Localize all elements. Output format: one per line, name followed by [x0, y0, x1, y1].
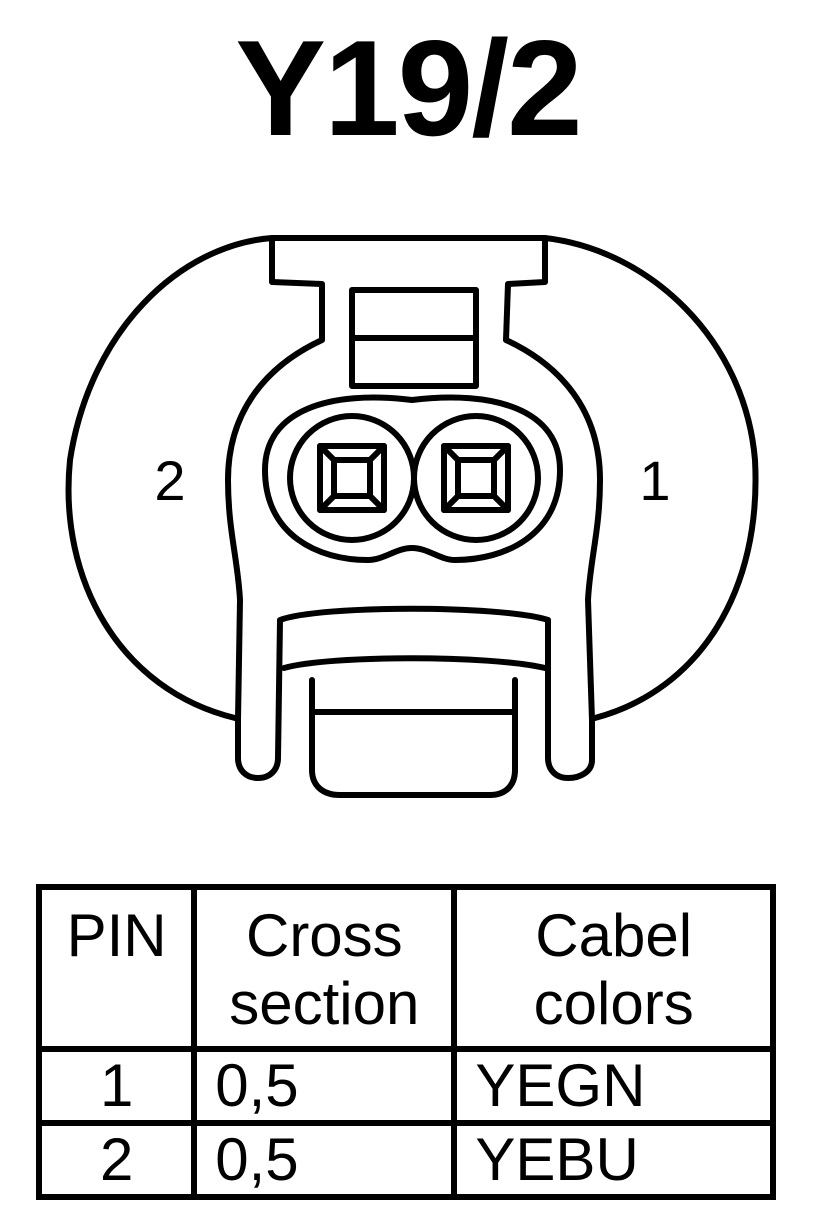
row-2-cross-section: 0,5	[191, 1120, 458, 1200]
connector-key	[281, 655, 548, 671]
header-pin-text: PIN	[66, 902, 167, 969]
row-1-cross-section: 0,5	[191, 1046, 458, 1126]
header-color-line2: colors	[533, 970, 694, 1037]
row-2-color: YEBU	[451, 1120, 776, 1200]
connector-latch	[225, 235, 603, 781]
pin-2-ring	[287, 413, 417, 543]
connector-diagram: 2 1	[65, 235, 759, 798]
header-cross-line1: Cross	[245, 902, 403, 969]
connector-outline	[65, 235, 275, 721]
pin-1-ring	[411, 413, 541, 543]
pin-1-terminal	[441, 443, 511, 513]
table-row: 1 0,5 YEGN	[35, 1046, 776, 1126]
connector-title: Y19/2	[235, 12, 582, 164]
header-color-line1: Cabel	[535, 902, 693, 969]
header-cross-line2: section	[229, 970, 420, 1037]
header-cross-section: Cross section	[191, 884, 458, 1052]
pin-table-header: PIN Cross section Cabel colors	[35, 884, 776, 1052]
pin-1-label: 1	[639, 449, 670, 512]
header-cable-colors: Cabel colors	[451, 884, 776, 1052]
pin-2-label: 2	[154, 449, 185, 512]
pin-housing	[262, 394, 563, 563]
row-2-pin: 2	[35, 1120, 198, 1200]
table-row: 2 0,5 YEBU	[35, 1120, 776, 1200]
row-1-pin: 1	[35, 1046, 198, 1126]
pin-table: PIN Cross section Cabel colors 1 0,5 YEG…	[35, 884, 776, 1200]
header-pin: PIN	[35, 884, 198, 1052]
pin-2-terminal	[317, 443, 387, 513]
row-1-color: YEGN	[451, 1046, 776, 1126]
